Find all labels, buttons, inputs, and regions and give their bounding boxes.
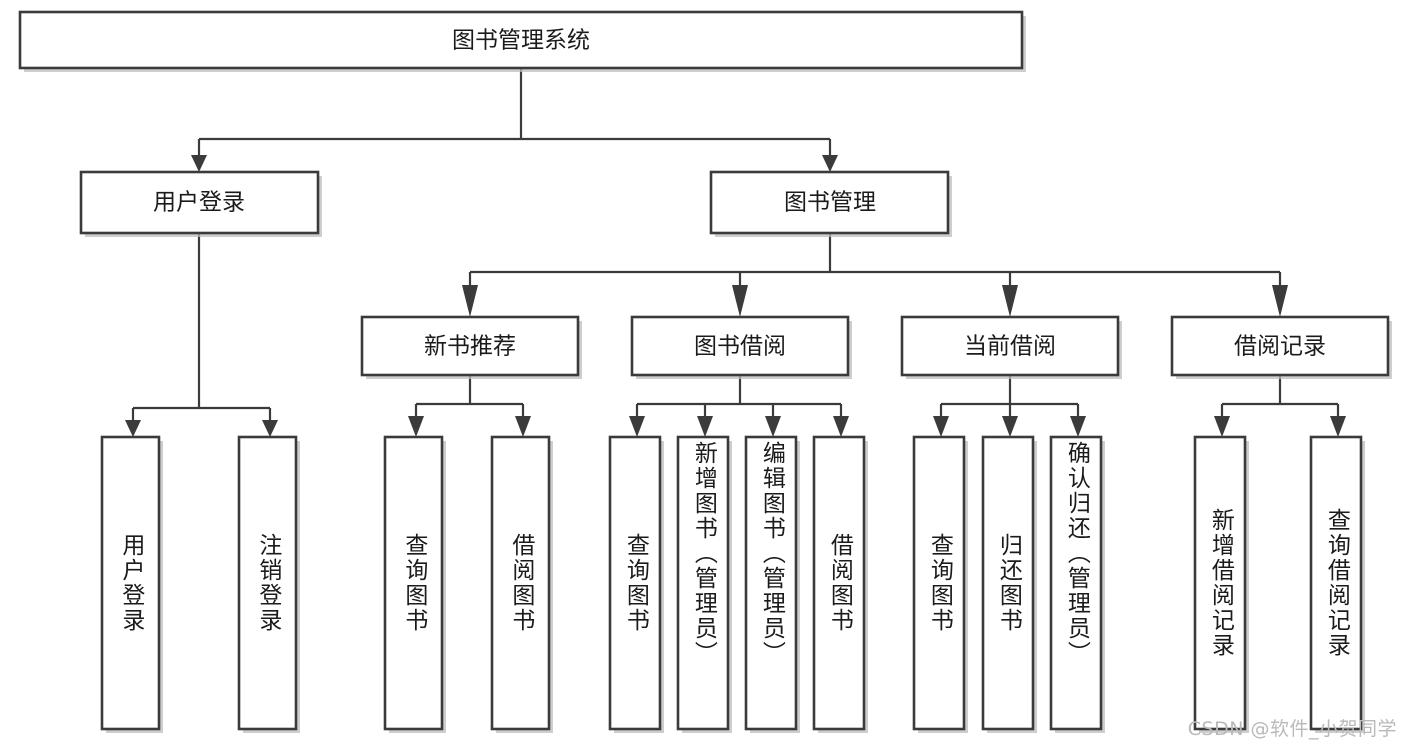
leaf-box-query-borrow-record[interactable] xyxy=(1309,435,1363,731)
arrowhead-icon xyxy=(191,155,207,172)
arrowhead-icon xyxy=(1002,285,1018,317)
arrowhead-icon xyxy=(629,416,645,437)
leaf-box-return-book[interactable] xyxy=(981,435,1035,731)
node-label-book-management: 图书管理 xyxy=(784,190,876,216)
arrowhead-icon xyxy=(125,420,141,437)
leaf-box-borrow-book-a[interactable] xyxy=(490,435,551,731)
leaf-box-add-book-admin[interactable] xyxy=(676,435,730,731)
node-label-new-book-recommend: 新书推荐 xyxy=(424,334,516,360)
leaf-box-query-book-b[interactable] xyxy=(608,435,662,731)
node-label-borrow-record: 借阅记录 xyxy=(1234,334,1326,360)
arrowhead-icon xyxy=(697,416,713,437)
leaf-box-query-book-c[interactable] xyxy=(912,435,966,731)
node-new-book-recommend[interactable]: 新书推荐 xyxy=(360,315,582,379)
node-book-borrow[interactable]: 图书借阅 xyxy=(630,315,852,379)
arrowhead-icon xyxy=(462,285,478,317)
leaf-box-logout[interactable] xyxy=(237,435,298,731)
leaf-box-query-book-a[interactable] xyxy=(383,435,444,731)
arrowhead-group xyxy=(125,155,1346,437)
arrowhead-icon xyxy=(933,416,949,437)
leaf-box-group xyxy=(100,435,1365,733)
node-label-current-borrow: 当前借阅 xyxy=(964,334,1056,360)
arrowhead-icon xyxy=(1330,416,1346,437)
leaf-box-borrow-book-b[interactable] xyxy=(812,435,866,731)
arrowhead-icon xyxy=(515,416,531,437)
csdn-watermark: CSDN @软件_小贺同学 xyxy=(1187,718,1397,740)
node-box xyxy=(18,10,1024,70)
leaf-box-add-borrow-record[interactable] xyxy=(1193,435,1247,731)
arrowhead-icon xyxy=(833,416,849,437)
node-box xyxy=(360,315,580,377)
arrowhead-icon xyxy=(262,420,278,437)
arrowhead-icon xyxy=(1272,285,1288,317)
node-box xyxy=(79,170,320,235)
node-root[interactable]: 图书管理系统 xyxy=(18,10,1026,72)
node-book-management[interactable]: 图书管理 xyxy=(709,170,952,237)
node-box xyxy=(630,315,850,377)
arrowhead-icon xyxy=(408,416,424,437)
arrowhead-icon xyxy=(732,285,748,317)
node-label-root: 图书管理系统 xyxy=(452,28,590,54)
leaf-box-confirm-return-admin[interactable] xyxy=(1049,435,1103,731)
node-box xyxy=(709,170,950,235)
arrowhead-icon xyxy=(765,416,781,437)
arrowhead-icon xyxy=(1214,416,1230,437)
leaf-box-user-login[interactable] xyxy=(100,435,161,731)
arrowhead-icon xyxy=(1002,416,1018,437)
node-box xyxy=(1170,315,1390,377)
node-box xyxy=(900,315,1120,377)
node-label-user-login: 用户登录 xyxy=(153,190,245,216)
leaf-box-edit-book-admin[interactable] xyxy=(744,435,798,731)
node-user-login[interactable]: 用户登录 xyxy=(79,170,322,237)
arrowhead-icon xyxy=(1070,416,1086,437)
node-current-borrow[interactable]: 当前借阅 xyxy=(900,315,1122,379)
arrowhead-icon xyxy=(822,155,838,172)
node-borrow-record[interactable]: 借阅记录 xyxy=(1170,315,1392,379)
node-label-book-borrow: 图书借阅 xyxy=(694,334,786,360)
